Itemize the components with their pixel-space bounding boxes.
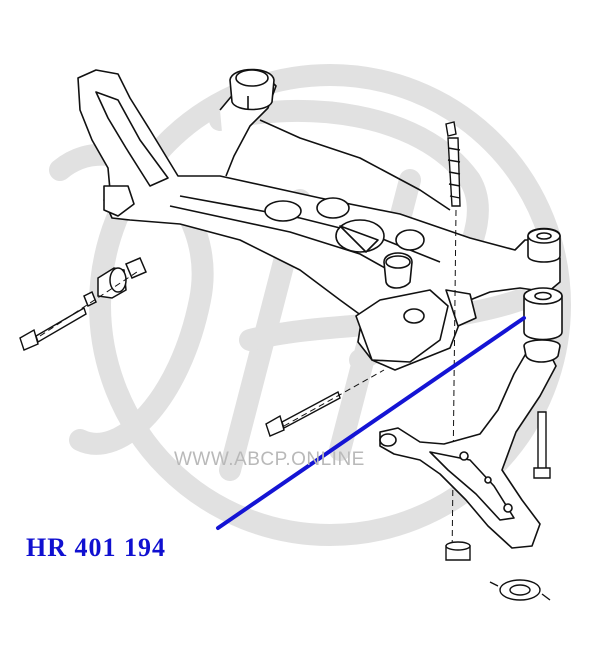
- front-subframe: [77, 68, 561, 371]
- front-bolt: [265, 390, 341, 437]
- lower-nut: [445, 541, 471, 561]
- retaining-clip: [489, 579, 551, 601]
- vertical-bolt-right: [533, 411, 551, 479]
- callout-leader-line: [216, 316, 526, 530]
- part-number-label: HR 401 194: [26, 533, 166, 562]
- rear-control-arm-bushing: [523, 287, 563, 341]
- vertical-guide-line: [451, 209, 457, 561]
- vertical-bolt-top: [445, 121, 461, 207]
- front-guide-line: [283, 369, 385, 427]
- left-bushing-assembly: [83, 257, 147, 308]
- lower-control-arm: [379, 339, 561, 549]
- watermark-url: WWW.ABCP.ONLINE: [174, 449, 365, 470]
- left-bolt: [19, 306, 87, 351]
- subframe-mount-bushing-right: [527, 227, 561, 263]
